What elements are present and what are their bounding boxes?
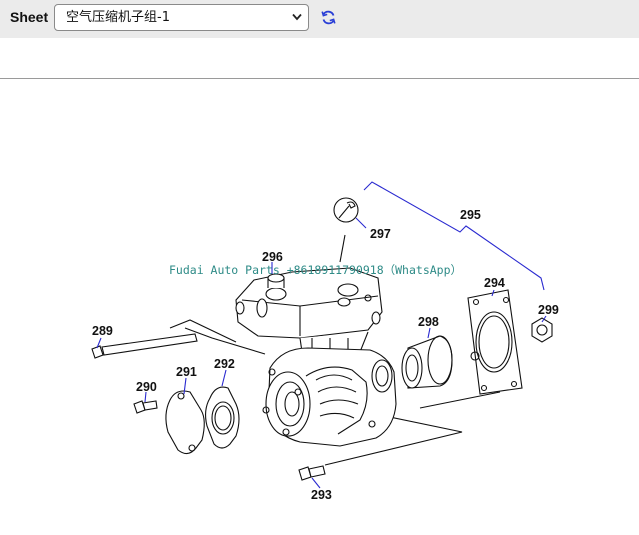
callout-293[interactable]: 293	[311, 488, 332, 502]
toolbar-divider	[0, 78, 639, 79]
callout-294[interactable]: 294	[484, 276, 505, 290]
callout-295[interactable]: 295	[460, 208, 481, 222]
part-293-bolt[interactable]	[298, 465, 326, 481]
sheet-label: Sheet	[10, 9, 49, 25]
callout-299[interactable]: 299	[538, 303, 559, 317]
callout-296[interactable]: 296	[262, 250, 283, 264]
part-299-nut[interactable]	[531, 317, 553, 343]
callout-298[interactable]: 298	[418, 315, 439, 329]
wrench-icon	[333, 197, 359, 223]
toolbar: Sheet 空气压缩机子组-1	[0, 0, 639, 38]
refresh-icon[interactable]	[320, 9, 337, 26]
callout-290[interactable]: 290	[136, 380, 157, 394]
chevron-down-icon	[292, 13, 302, 21]
compressor-body[interactable]	[262, 347, 397, 447]
sheet-select-value: 空气压缩机子组-1	[66, 10, 170, 25]
part-296-cylinder-head[interactable]	[235, 267, 383, 353]
sheet-select[interactable]: 空气压缩机子组-1	[54, 4, 309, 31]
part-294-plate[interactable]	[467, 289, 523, 395]
part-290-small-bolt[interactable]	[133, 400, 158, 414]
part-289-long-bolt[interactable]	[91, 333, 198, 359]
callout-297[interactable]: 297	[370, 227, 391, 241]
part-292-gasket[interactable]	[204, 386, 240, 449]
callout-292[interactable]: 292	[214, 357, 235, 371]
parts-diagram: 289 290 291 292 293 294 295 296 297 298 …	[91, 181, 559, 502]
callout-291[interactable]: 291	[176, 365, 197, 379]
group-bracket-295	[363, 181, 545, 291]
part-298-coupling[interactable]	[401, 335, 453, 389]
part-291-cover-plate[interactable]	[165, 390, 205, 455]
watermark-text: Fudai Auto Parts +8618911790918（WhatsApp…	[169, 263, 462, 277]
callout-289[interactable]: 289	[92, 324, 113, 338]
